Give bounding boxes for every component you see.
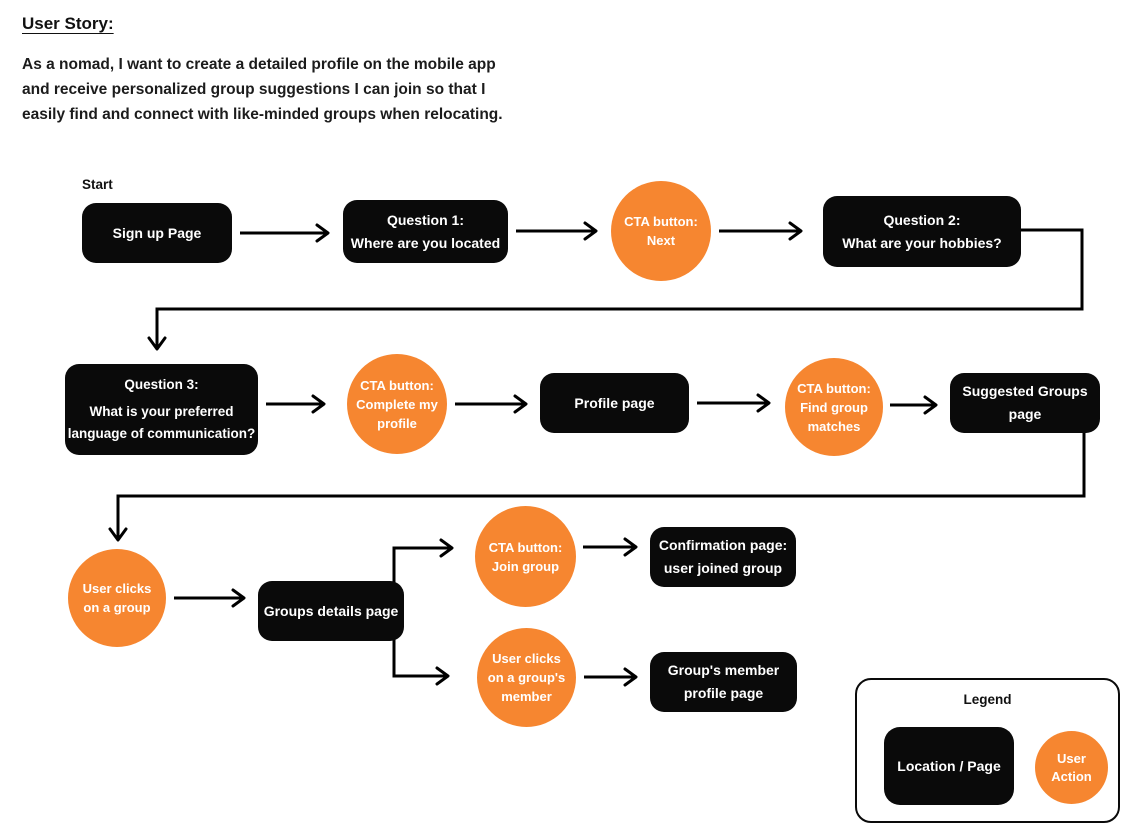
node-member-profile-page[interactable]: Group's member profile page xyxy=(650,652,797,712)
user-story-line-3: easily find and connect with like-minded… xyxy=(22,106,503,123)
legend-title: Legend xyxy=(963,692,1012,707)
action-label: matches xyxy=(807,418,861,434)
action-label: member xyxy=(501,689,552,704)
action-user-clicks-group[interactable]: User clicks on a group xyxy=(68,549,166,647)
action-label: Complete my xyxy=(356,396,438,412)
action-label: Next xyxy=(646,233,676,248)
legend-action-label: Action xyxy=(1051,768,1092,784)
node-suggested-groups-page[interactable]: Suggested Groups page xyxy=(950,373,1100,433)
action-label: CTA button: xyxy=(488,539,563,555)
arrow-suggested-to-clickgroup xyxy=(108,433,1086,542)
start-label: Start xyxy=(82,177,113,192)
node-question-1[interactable]: Question 1: Where are you located xyxy=(343,200,508,263)
node-label: Groups details page xyxy=(263,602,399,619)
action-label: CTA button: xyxy=(360,377,434,393)
action-label: User clicks xyxy=(492,651,561,666)
node-groups-details-page[interactable]: Groups details page xyxy=(258,581,404,641)
legend-user-action-swatch: User Action xyxy=(1035,731,1108,804)
node-question-3[interactable]: Question 3: What is your preferred langu… xyxy=(65,364,258,455)
node-label: Confirmation page: xyxy=(658,537,788,553)
action-user-clicks-member[interactable]: User clicks on a group's member xyxy=(477,628,576,727)
action-label: profile xyxy=(377,415,417,431)
node-label: Where are you located xyxy=(350,234,501,251)
page-title: User Story: xyxy=(22,14,114,33)
arrow-details-to-clickmember xyxy=(392,630,450,686)
action-cta-complete-profile[interactable]: CTA button: Complete my profile xyxy=(347,354,447,454)
action-label: Join group xyxy=(491,558,560,574)
arrow-q2-to-q3 xyxy=(147,228,1084,351)
node-label: Question 2: xyxy=(883,211,961,228)
node-label: What are your hobbies? xyxy=(842,234,1002,251)
node-confirmation-page[interactable]: Confirmation page: user joined group xyxy=(650,527,796,587)
node-profile-page[interactable]: Profile page xyxy=(540,373,689,433)
legend: Legend Location / Page User Action xyxy=(855,678,1120,823)
node-label: page xyxy=(1008,406,1042,422)
legend-page-label: Location / Page xyxy=(897,758,1001,774)
user-story-line-1: As a nomad, I want to create a detailed … xyxy=(22,56,496,73)
node-label: language of communication? xyxy=(67,426,256,441)
action-label: CTA button: xyxy=(797,380,871,396)
legend-location-page-swatch: Location / Page xyxy=(884,727,1014,805)
action-label: User clicks xyxy=(82,581,152,596)
legend-action-label: User xyxy=(1057,750,1086,766)
node-question-2[interactable]: Question 2: What are your hobbies? xyxy=(823,196,1021,267)
action-label: CTA button: xyxy=(624,214,698,229)
user-story-line-2: and receive personalized group suggestio… xyxy=(22,81,486,98)
user-story-header: User Story: As a nomad, I want to create… xyxy=(22,14,503,127)
node-label: profile page xyxy=(683,685,764,701)
node-label: user joined group xyxy=(663,560,783,576)
node-signup-page[interactable]: Sign up Page xyxy=(82,203,232,263)
action-cta-join-group[interactable]: CTA button: Join group xyxy=(475,506,576,607)
action-label: Find group xyxy=(800,399,868,415)
node-label: What is your preferred xyxy=(89,404,234,419)
action-cta-next[interactable]: CTA button: Next xyxy=(611,181,711,281)
node-label: Profile page xyxy=(574,394,655,411)
action-label: on a group's xyxy=(487,670,566,685)
node-label: Question 1: xyxy=(386,211,464,228)
node-label: Group's member xyxy=(667,662,780,678)
node-label: Suggested Groups xyxy=(962,383,1088,399)
node-label: Sign up Page xyxy=(112,224,202,241)
action-label: on a group xyxy=(83,600,151,615)
node-label: Question 3: xyxy=(124,377,199,392)
action-cta-find-matches[interactable]: CTA button: Find group matches xyxy=(785,358,883,456)
